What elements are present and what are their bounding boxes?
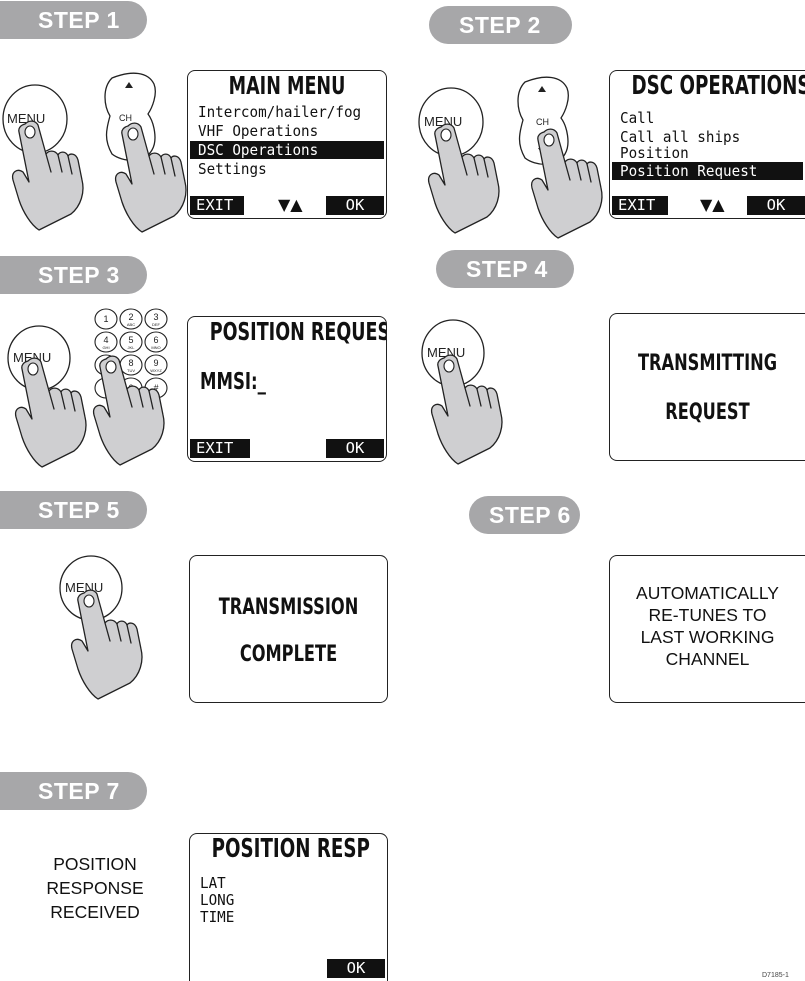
lcd-position-request: POSITION REQUEST MMSI:_ EXIT OK bbox=[187, 316, 387, 462]
lcd-position-response: POSITION RESP LAT LONG TIME OK bbox=[189, 833, 388, 981]
step-6-tab: STEP 6 bbox=[469, 496, 580, 534]
screen-title: MAIN MENU bbox=[210, 71, 364, 100]
step-5-tab: STEP 5 bbox=[0, 491, 147, 529]
menu-item-call[interactable]: Call bbox=[620, 109, 654, 127]
step-2-label: STEP 2 bbox=[459, 12, 541, 38]
screen-line1: TRANSMITTING bbox=[628, 351, 788, 376]
figure-id: D7185-1 bbox=[762, 972, 789, 979]
hand-keypad bbox=[92, 330, 182, 450]
step-3-tab: STEP 3 bbox=[0, 256, 147, 294]
screen-line2: REQUEST bbox=[628, 400, 788, 425]
retune-line-3: LAST WORKING bbox=[610, 626, 805, 648]
retune-line-2: RE-TUNES TO bbox=[610, 604, 805, 626]
channel-rocker-step1[interactable]: CH bbox=[102, 70, 192, 210]
screen-line2: COMPLETE bbox=[208, 642, 370, 667]
softkey-exit[interactable]: EXIT bbox=[612, 196, 668, 215]
menu-item-intercom[interactable]: Intercom/hailer/fog bbox=[198, 103, 361, 121]
retune-line-4: CHANNEL bbox=[610, 648, 805, 670]
svg-text:DEF: DEF bbox=[152, 322, 161, 327]
ch-label: CH bbox=[536, 117, 549, 127]
step7-text-3: RECEIVED bbox=[35, 901, 155, 923]
softkey-arrows[interactable]: ▼▲ bbox=[278, 195, 303, 214]
retune-line-1: AUTOMATICALLY bbox=[610, 582, 805, 604]
menu-button-step4[interactable]: MENU bbox=[421, 318, 501, 438]
step-7-tab: STEP 7 bbox=[0, 772, 147, 810]
softkey-exit[interactable]: EXIT bbox=[190, 439, 250, 458]
step-1-label: STEP 1 bbox=[38, 7, 120, 33]
menu-button-step1[interactable]: MENU bbox=[1, 80, 81, 200]
step-3-label: STEP 3 bbox=[38, 262, 120, 288]
step-7-label: STEP 7 bbox=[38, 778, 120, 804]
softkey-exit[interactable]: EXIT bbox=[190, 196, 244, 215]
resp-lat: LAT bbox=[200, 874, 226, 892]
screen-title: POSITION RESP bbox=[212, 834, 366, 864]
lcd-transmitting-request: TRANSMITTING REQUEST bbox=[609, 313, 805, 461]
resp-long: LONG bbox=[200, 891, 234, 909]
screen-line1: TRANSMISSION bbox=[208, 595, 370, 620]
channel-rocker-step2[interactable]: CH bbox=[515, 74, 605, 214]
menu-button-step2[interactable]: MENU bbox=[417, 83, 497, 203]
menu-item-position[interactable]: Position bbox=[620, 144, 689, 162]
menu-item-settings[interactable]: Settings bbox=[198, 160, 267, 178]
step7-text-2: RESPONSE bbox=[35, 877, 155, 899]
step-6-label: STEP 6 bbox=[489, 502, 571, 528]
step-4-tab: STEP 4 bbox=[436, 250, 574, 288]
step-2-tab: STEP 2 bbox=[429, 6, 572, 44]
menu-item-position-request-selected[interactable]: Position Request bbox=[612, 162, 803, 180]
keypad-key-1[interactable]: 1 bbox=[95, 309, 117, 329]
resp-time: TIME bbox=[200, 908, 234, 926]
lcd-main-menu: MAIN MENU Intercom/hailer/fog VHF Operat… bbox=[187, 70, 387, 219]
svg-text:3: 3 bbox=[153, 312, 158, 322]
softkey-ok[interactable]: OK bbox=[327, 959, 385, 978]
menu-item-dsc-selected[interactable]: DSC Operations bbox=[190, 141, 384, 159]
menu-button-step3[interactable]: MENU bbox=[7, 323, 87, 443]
softkey-ok[interactable]: OK bbox=[326, 196, 384, 215]
svg-text:2: 2 bbox=[128, 312, 133, 322]
lcd-dsc-operations: DSC OPERATIONS Call Call all ships Posit… bbox=[609, 70, 805, 219]
screen-title: POSITION REQUEST bbox=[210, 317, 364, 346]
step-4-label: STEP 4 bbox=[466, 256, 548, 282]
menu-item-vhf[interactable]: VHF Operations bbox=[198, 122, 318, 140]
lcd-transmission-complete: TRANSMISSION COMPLETE bbox=[189, 555, 388, 703]
svg-text:1: 1 bbox=[103, 314, 108, 324]
ch-label: CH bbox=[119, 113, 132, 123]
menu-button-step5[interactable]: MENU bbox=[59, 555, 139, 675]
softkey-ok[interactable]: OK bbox=[326, 439, 384, 458]
mmsi-field[interactable]: MMSI:_ bbox=[200, 369, 266, 395]
screen-title: DSC OPERATIONS bbox=[631, 71, 783, 101]
svg-text:ABC: ABC bbox=[127, 322, 135, 327]
softkey-ok[interactable]: OK bbox=[747, 196, 805, 215]
lcd-auto-retune: AUTOMATICALLY RE-TUNES TO LAST WORKING C… bbox=[609, 555, 805, 703]
step-1-tab: STEP 1 bbox=[0, 1, 147, 39]
step-5-label: STEP 5 bbox=[38, 497, 120, 523]
softkey-arrows[interactable]: ▼▲ bbox=[700, 195, 725, 214]
step7-text-1: POSITION bbox=[35, 853, 155, 875]
